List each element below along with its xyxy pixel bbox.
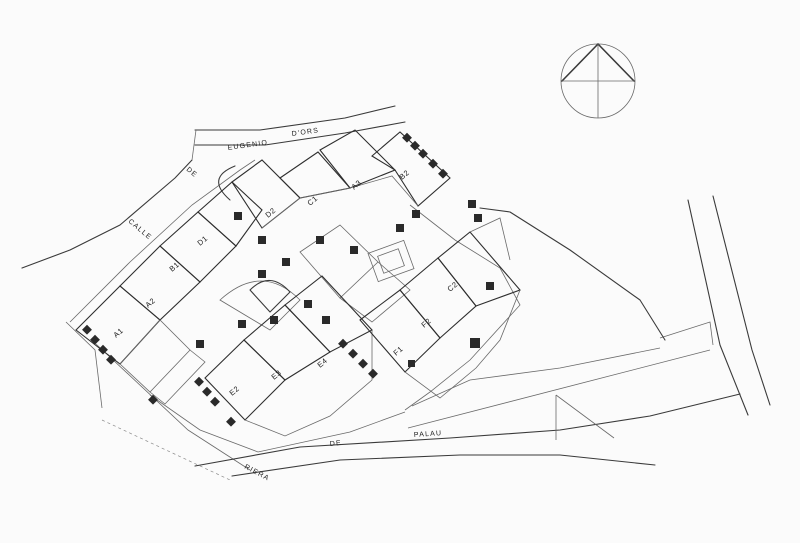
building-label-a3: A3	[350, 178, 364, 192]
street-label-eugenio: EUGENIO	[227, 139, 268, 152]
block-a1	[75, 285, 161, 365]
block-d2	[231, 159, 301, 229]
street-lines	[21, 105, 771, 481]
building-label-b2: B2	[398, 168, 412, 182]
street-label-riera: RIERA	[243, 464, 270, 483]
block-a2	[119, 245, 201, 321]
building-labels: A1 A2 B1 D1 D2 C1 A3 B2 E2 E3 E4 F1 F2 C…	[112, 168, 460, 398]
building-label-e2: E2	[228, 384, 242, 398]
block-d1	[197, 181, 263, 247]
street-label-calle: CALLE	[127, 218, 153, 241]
building-label-e4: E4	[316, 356, 330, 370]
site-outline	[69, 159, 521, 453]
block-c2	[437, 231, 521, 307]
street-label-palau: PALAU	[414, 430, 443, 439]
building-label-e3: E3	[270, 368, 284, 382]
street-label-de-2: DE	[329, 440, 342, 448]
building-blocks	[75, 129, 521, 437]
block-b2	[371, 131, 451, 207]
north-arrow-icon	[560, 43, 636, 119]
building-label-d1: D1	[196, 234, 210, 248]
stair-cores	[82, 132, 494, 427]
block-e3	[243, 304, 331, 381]
building-label-b1: B1	[168, 260, 182, 274]
building-label-f1: F1	[392, 344, 405, 357]
block-e4	[284, 275, 373, 353]
street-label-dors: D'ORS	[291, 127, 319, 138]
block-f2	[399, 257, 477, 339]
building-label-c1: C1	[306, 194, 320, 208]
building-label-a1: A1	[112, 326, 126, 340]
street-label-de: DE	[185, 166, 199, 179]
